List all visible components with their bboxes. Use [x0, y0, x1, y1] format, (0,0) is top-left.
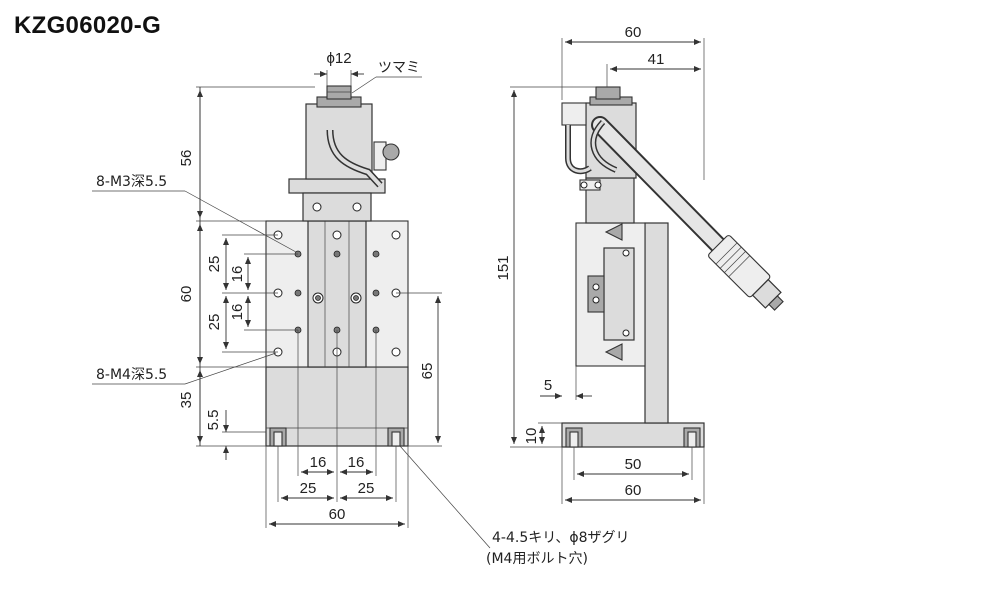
- dim-knob-dia: ϕ12: [326, 50, 351, 67]
- side-dims-top: [561, 38, 705, 180]
- side-stop-top: [604, 223, 623, 241]
- dim-pitch-v-inner-2: 16: [229, 304, 246, 321]
- dim-side-w-knob-offset: 41: [648, 51, 665, 68]
- side-dims-bottom: [561, 447, 705, 504]
- side-dims-left: [510, 86, 596, 448]
- dim-side-w-hole-pitch: 50: [625, 456, 642, 473]
- front-connector: [382, 143, 400, 161]
- dim-w-inner-2: 16: [348, 454, 365, 471]
- side-mount: [585, 177, 635, 224]
- front-dims-bottom: [265, 330, 409, 528]
- side-view: 60 41 151 10 5: [495, 24, 784, 504]
- front-leaders: [92, 76, 491, 549]
- front-table-holes: [273, 230, 401, 357]
- dim-h-right: 65: [419, 363, 436, 380]
- front-knob: [326, 85, 352, 100]
- dim-side-h-base: 10: [523, 428, 540, 445]
- front-mount-plate: [288, 178, 386, 194]
- front-dims-right: [396, 292, 442, 447]
- model-title: KZG06020-G: [14, 12, 162, 39]
- dim-w-inner-1: 16: [310, 454, 327, 471]
- side-column: [644, 222, 669, 424]
- dim-w-outer-2: 25: [358, 480, 375, 497]
- dim-w-total: 60: [329, 506, 346, 523]
- dim-side-w-total-bottom: 60: [625, 482, 642, 499]
- side-stop-bottom: [604, 343, 623, 361]
- dim-h-top: 56: [178, 150, 195, 167]
- dim-side-h-total: 151: [495, 255, 512, 280]
- label-m4-taps: 8-M4深5.5: [96, 367, 167, 383]
- dim-h-base: 35: [178, 392, 195, 409]
- label-base-holes-line2: (M4用ボルト穴): [486, 551, 588, 567]
- label-knob: ツマミ: [378, 60, 420, 76]
- dim-pitch-v-outer-1: 25: [206, 256, 223, 273]
- dim-w-outer-1: 25: [300, 480, 317, 497]
- dim-side-w-total-top: 60: [625, 24, 642, 41]
- front-dims-knob: [314, 70, 364, 86]
- label-m3-taps: 8-M3深5.5: [96, 174, 167, 190]
- side-knob: [595, 86, 621, 100]
- front-dims-left: [196, 86, 315, 460]
- front-view: 56 60 35 5.5 25 25 16 16 65: [92, 50, 630, 567]
- label-base-holes-line1: 4-4.5キリ、ϕ8ザグリ: [492, 530, 630, 546]
- side-connector: [708, 235, 784, 311]
- dim-pitch-v-inner-1: 16: [229, 266, 246, 283]
- dim-h-table: 60: [178, 286, 195, 303]
- dim-h-foot: 5.5: [205, 410, 222, 431]
- dim-pitch-v-outer-2: 25: [206, 314, 223, 331]
- side-slide: [603, 247, 635, 341]
- dim-side-offset-5: 5: [544, 377, 552, 394]
- side-base: [561, 422, 705, 448]
